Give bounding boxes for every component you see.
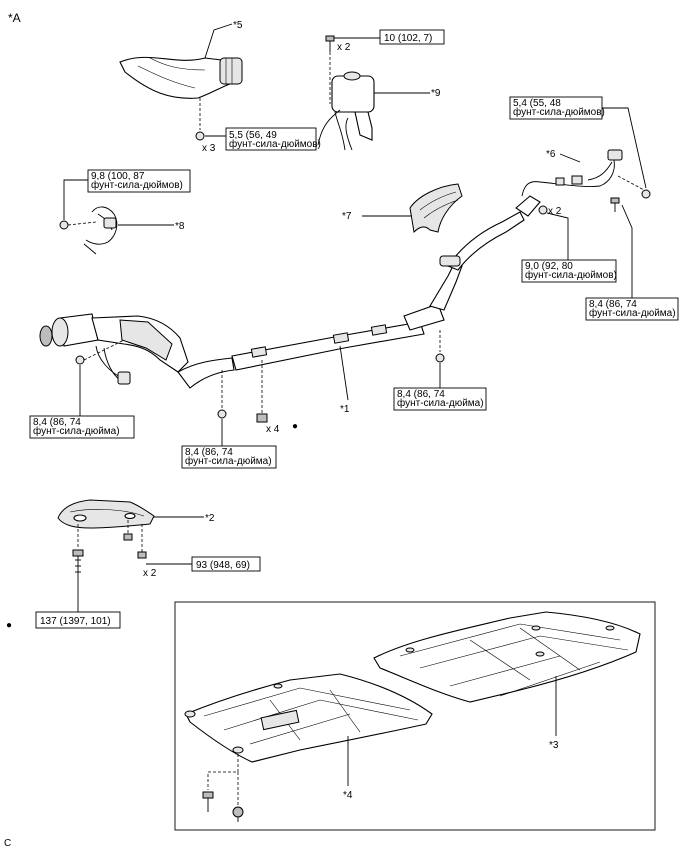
torque-box-10	[379, 29, 445, 45]
torque-box-5-5	[225, 127, 317, 151]
bolt-icon-bracket-b	[137, 551, 147, 559]
leader-t98	[63, 179, 88, 220]
callout-4: *4	[343, 790, 353, 801]
callout-1: *1	[340, 404, 350, 415]
nut-icon-right	[641, 189, 651, 199]
torque-93: 93 (948, 69)	[196, 560, 250, 571]
nut-icon-mid	[435, 353, 445, 363]
front-undercover-part	[184, 673, 433, 763]
bolt-icon-bracket-a	[123, 533, 133, 541]
sensor-harness-part	[521, 149, 623, 197]
marker-1: ●	[292, 421, 298, 432]
qty-x4: x 4	[266, 424, 280, 435]
torque-9-0-line1: 9,0 (92, 80	[525, 261, 573, 272]
torque-box-8-4-right	[585, 297, 679, 321]
torque-5-4-line2: фунт-сила-дюймов)	[513, 106, 605, 118]
bolt-icon-right	[610, 197, 620, 212]
leader-6	[559, 153, 581, 163]
torque-8-4-low-line2: фунт-сила-дюйма)	[185, 455, 272, 467]
intake-duct-part	[119, 56, 243, 99]
callout-9: *9	[431, 88, 441, 99]
torque-box-8-4-left	[29, 415, 135, 439]
marker-2: ●	[6, 620, 12, 631]
nut-icon	[195, 131, 205, 141]
torque-box-8-4-low	[181, 445, 277, 469]
clip-icon	[202, 791, 214, 812]
torque-8-4-mid-line1: 8,4 (86, 74	[397, 389, 445, 400]
torque-8-4-right-line2: фунт-сила-дюйма)	[589, 307, 676, 319]
leader-t84-right	[621, 204, 633, 298]
dash-6	[617, 175, 645, 191]
torque-8-4-left-line2: фунт-сила-дюйма)	[33, 425, 120, 437]
torque-8-4-right-line1: 8,4 (86, 74	[589, 299, 637, 310]
dash-4a	[207, 754, 239, 790]
callout-6: *6	[546, 149, 556, 160]
gasket-icon-left	[75, 355, 85, 365]
nut-icon-mid-right	[538, 205, 548, 215]
torque-9-0-line2: фунт-сила-дюймов)	[525, 269, 617, 281]
callout-5: *5	[233, 20, 243, 31]
torque-8-4-low-line1: 8,4 (86, 74	[185, 447, 233, 458]
long-bolt-icon	[72, 549, 84, 586]
leader-5	[204, 23, 233, 59]
qty-x2-right: x 2	[548, 206, 562, 217]
callout-8: *8	[175, 221, 185, 232]
callout-3: *3	[549, 740, 559, 751]
leader-t90	[546, 212, 569, 260]
oxygen-sensor-part	[83, 206, 118, 255]
callout-2: *2	[205, 513, 215, 524]
torque-box-9-0	[521, 259, 617, 283]
torque-9-8-line1: 9,8 (100, 87	[91, 171, 145, 182]
torque-box-93	[191, 556, 261, 572]
bolt-icon	[325, 35, 335, 52]
dash-left	[83, 339, 125, 361]
leader-1	[339, 345, 349, 401]
nut-icon-x4	[256, 413, 268, 423]
section-a-label: *A	[8, 11, 21, 25]
reservoir-part	[317, 71, 375, 151]
rear-undercover-part	[373, 611, 641, 703]
nut-icon-low	[217, 409, 227, 419]
torque-box-8-4-mid	[393, 387, 487, 411]
torque-137: 137 (1397, 101)	[40, 616, 111, 627]
bracket-part	[57, 499, 155, 529]
torque-9-8-line2: фунт-сила-дюймов)	[91, 179, 183, 191]
qty-x2-bracket: x 2	[143, 568, 157, 579]
torque-8-4-mid-line2: фунт-сила-дюйма)	[397, 397, 484, 409]
exhaust-pipe-part	[39, 195, 541, 389]
torque-5-4-line1: 5,4 (55, 48	[513, 98, 561, 109]
torque-box-9-8	[87, 169, 191, 193]
torque-10: 10 (102, 7)	[384, 33, 432, 44]
torque-box-137	[35, 611, 121, 629]
callout-7: *7	[342, 211, 352, 222]
torque-5-5-line2: фунт-сила-дюймов)	[229, 138, 321, 150]
figure-code: C	[4, 838, 11, 849]
qty-x3: x 3	[202, 143, 216, 154]
dash-8	[67, 221, 97, 226]
torque-8-4-left-line1: 8,4 (86, 74	[33, 417, 81, 428]
screw-icon	[232, 806, 244, 822]
leader-t54	[602, 107, 647, 189]
qty-x2-top: x 2	[337, 42, 351, 53]
nut-icon-left	[59, 220, 69, 230]
torque-5-5-line1: 5,5 (56, 49	[229, 130, 277, 141]
heat-insulator-part	[409, 183, 463, 234]
